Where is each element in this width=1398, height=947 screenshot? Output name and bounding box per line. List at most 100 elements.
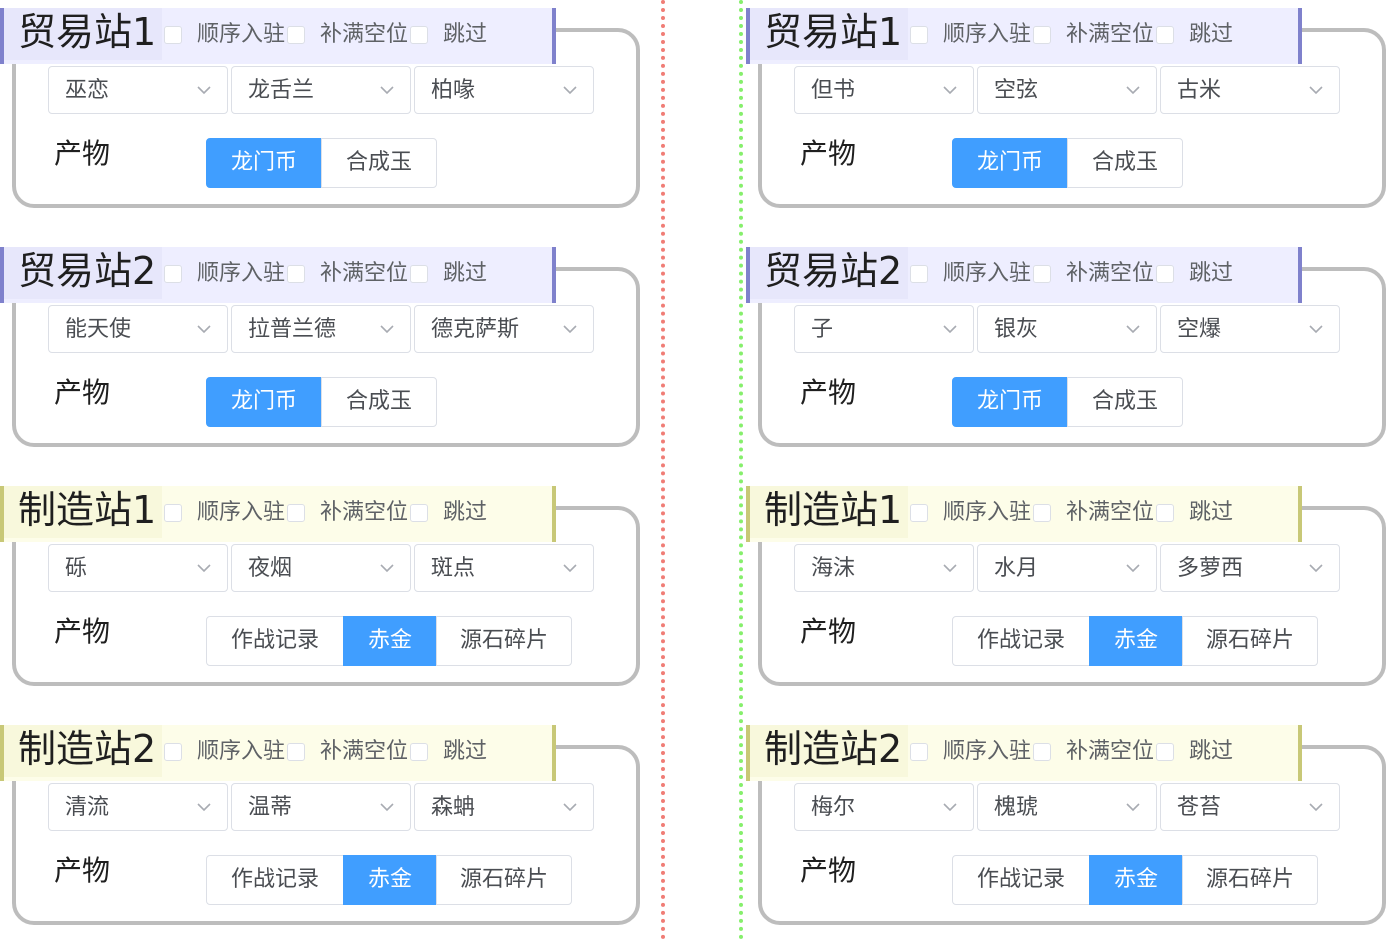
station-title: 制造站2 [764,727,903,771]
station-title: 贸易站2 [18,249,157,293]
operator-select[interactable]: 柏喙 [414,66,594,114]
product-option[interactable]: 合成玉 [321,377,437,427]
operator-name: 梅尔 [811,795,856,820]
checkbox-box[interactable] [1156,265,1174,283]
checkbox-box[interactable] [410,265,428,283]
checkbox-box[interactable] [287,26,305,44]
operator-name: 多萝西 [1177,556,1244,581]
operator-select[interactable]: 空爆 [1160,305,1340,353]
operator-select[interactable]: 能天使 [48,305,228,353]
product-option[interactable]: 作战记录 [206,616,344,666]
product-option[interactable]: 龙门币 [206,377,322,427]
operator-select[interactable]: 巫恋 [48,66,228,114]
option-label: 顺序入驻 [943,261,1032,286]
operator-select[interactable]: 银灰 [977,305,1157,353]
title-background [4,486,162,538]
product-option[interactable]: 赤金 [1089,855,1183,905]
product-option[interactable]: 源石碎片 [1182,855,1318,905]
operator-select[interactable]: 多萝西 [1160,544,1340,592]
option-label: 跳过 [1189,22,1234,47]
product-option[interactable]: 作战记录 [952,855,1090,905]
checkbox-box[interactable] [410,26,428,44]
operator-select[interactable]: 德克萨斯 [414,305,594,353]
checkbox-box[interactable] [1156,743,1174,761]
operator-name: 斑点 [431,556,476,581]
option-label: 顺序入驻 [943,22,1032,47]
operator-select[interactable]: 海沫 [794,544,974,592]
checkbox-box[interactable] [164,26,182,44]
chevron-down-icon [561,798,579,816]
operator-select[interactable]: 古米 [1160,66,1340,114]
operator-select[interactable]: 森蚺 [414,783,594,831]
product-option[interactable]: 龙门币 [952,377,1068,427]
chevron-down-icon [1124,320,1142,338]
checkbox-box[interactable] [164,265,182,283]
product-option[interactable]: 合成玉 [1067,138,1183,188]
checkbox-box[interactable] [1156,26,1174,44]
chevron-down-icon [561,320,579,338]
product-option[interactable]: 合成玉 [1067,377,1183,427]
option-label: 补满空位 [1066,261,1155,286]
chevron-down-icon [941,320,959,338]
operator-select[interactable]: 苍苔 [1160,783,1340,831]
left-divider [661,0,665,940]
checkbox-box[interactable] [287,743,305,761]
operator-name: 古米 [1177,78,1222,103]
checkbox-box[interactable] [1156,504,1174,522]
checkbox-box[interactable] [1033,504,1051,522]
option-label: 跳过 [1189,739,1234,764]
product-option[interactable]: 作战记录 [952,616,1090,666]
operator-select[interactable]: 水月 [977,544,1157,592]
option-label: 顺序入驻 [197,22,286,47]
title-background [750,247,908,299]
operator-select[interactable]: 但书 [794,66,974,114]
product-option[interactable]: 龙门币 [952,138,1068,188]
checkbox-box[interactable] [1033,743,1051,761]
operator-select[interactable]: 子 [794,305,974,353]
operator-select[interactable]: 空弦 [977,66,1157,114]
operator-select[interactable]: 槐琥 [977,783,1157,831]
operator-name: 德克萨斯 [431,317,520,342]
option-label: 跳过 [443,261,488,286]
operator-select[interactable]: 斑点 [414,544,594,592]
checkbox-box[interactable] [1033,265,1051,283]
product-option[interactable]: 赤金 [343,855,437,905]
operator-name: 水月 [994,556,1039,581]
product-option[interactable]: 龙门币 [206,138,322,188]
checkbox-box[interactable] [910,504,928,522]
checkbox-box[interactable] [164,504,182,522]
product-option[interactable]: 源石碎片 [436,616,572,666]
checkbox-box[interactable] [287,504,305,522]
operator-name: 夜烟 [248,556,293,581]
product-option[interactable]: 赤金 [343,616,437,666]
operator-select[interactable]: 龙舌兰 [231,66,411,114]
checkbox-box[interactable] [910,743,928,761]
operator-select[interactable]: 梅尔 [794,783,974,831]
operator-select[interactable]: 砾 [48,544,228,592]
option-label: 跳过 [1189,261,1234,286]
product-label: 产物 [54,137,111,170]
checkbox-box[interactable] [410,504,428,522]
product-option[interactable]: 源石碎片 [1182,616,1318,666]
checkbox-box[interactable] [287,265,305,283]
operator-select[interactable]: 温蒂 [231,783,411,831]
checkbox-box[interactable] [164,743,182,761]
operator-select[interactable]: 清流 [48,783,228,831]
operator-select[interactable]: 夜烟 [231,544,411,592]
product-label: 产物 [800,137,857,170]
checkbox-box[interactable] [910,26,928,44]
product-option[interactable]: 赤金 [1089,616,1183,666]
product-option[interactable]: 合成玉 [321,138,437,188]
checkbox-box[interactable] [910,265,928,283]
product-option[interactable]: 源石碎片 [436,855,572,905]
checkbox-box[interactable] [410,743,428,761]
operator-select[interactable]: 拉普兰德 [231,305,411,353]
operator-name: 但书 [811,78,856,103]
checkbox-box[interactable] [1033,26,1051,44]
product-option[interactable]: 作战记录 [206,855,344,905]
title-background [4,725,162,777]
product-label: 产物 [54,615,111,648]
